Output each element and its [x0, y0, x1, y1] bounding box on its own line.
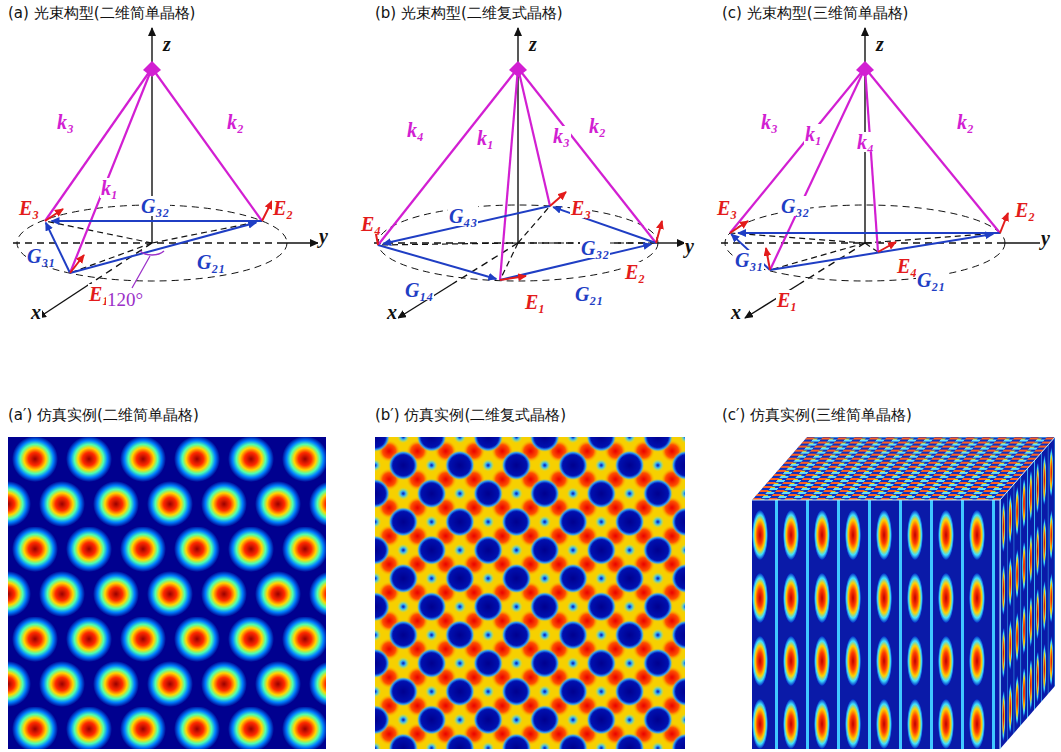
simulation-3d-cube [752, 437, 1055, 749]
wave-vector-label: k₃ [760, 112, 779, 132]
radius-dashed [70, 243, 152, 273]
radius-dashed [730, 233, 865, 243]
simulation-2d-complex [375, 437, 685, 749]
axis-label: x [30, 302, 42, 322]
axis-label: x [730, 302, 742, 322]
z-axis [517, 28, 518, 243]
cube-edge [752, 437, 1055, 749]
angle-leader [132, 256, 150, 288]
simulation-2d-simple [8, 437, 326, 749]
axis-label: x [386, 302, 398, 322]
wave-vector [70, 68, 152, 273]
wave-vector [500, 68, 518, 280]
wave-vector-label: k₃ [552, 126, 571, 146]
cube-front [752, 500, 1000, 749]
grating-vector-label: G₃₂ [780, 196, 810, 216]
axis-label: z [875, 34, 885, 54]
grating-vector-label: G₂₁ [196, 252, 226, 272]
x-axis [38, 284, 89, 318]
panel-title: (c′) 仿真实例(三维简单晶格) [722, 408, 912, 423]
wave-vector-label: k₂ [956, 112, 975, 132]
panel-title: (a) 光束构型(二维简单晶格) [8, 6, 195, 21]
panel-title: (b′) 仿真实例(二维复式晶格) [375, 408, 566, 423]
polarization-label: E₁ [524, 292, 546, 312]
polarization-vector [766, 248, 770, 270]
y-axis [282, 242, 318, 243]
grating-vector-label: G₃₁ [26, 246, 56, 266]
polarization-label: E₃ [570, 198, 592, 218]
wave-vector-label: k₃ [56, 112, 75, 132]
x-axis [745, 284, 799, 318]
grating-vector [770, 234, 993, 270]
polarization-label: E₃ [716, 198, 738, 218]
apex-arrow [856, 61, 874, 77]
axis-label: z [162, 34, 172, 54]
polarization-label: E₃ [18, 198, 40, 218]
radius-dashed [865, 243, 878, 252]
wave-vector-label: k₄ [406, 120, 425, 140]
polarization-vector [70, 255, 84, 273]
grating-vector-label: G₂₁ [574, 284, 604, 304]
axis-label: y [684, 236, 695, 256]
wave-vector-label: k₄ [856, 132, 875, 152]
grating-vector-label: G₃₂ [140, 196, 170, 216]
polarization-vector [550, 192, 566, 206]
y-axis [653, 242, 685, 243]
panel-title: (c) 光束构型(三维简单晶格) [722, 6, 908, 21]
wave-vector [518, 68, 656, 243]
angle-label: 120° [106, 290, 144, 309]
axis-label: y [318, 226, 329, 246]
radius-dashed [152, 221, 262, 243]
grating-vector [383, 206, 550, 244]
wave-vector [770, 68, 865, 270]
polarization-label: E₂ [1014, 200, 1036, 220]
grating-vector [52, 220, 262, 222]
panel-title: (a′) 仿真实例(二维简单晶格) [8, 408, 199, 423]
polarization-vector [45, 209, 63, 221]
grating-vector-label: G₂₁ [916, 270, 946, 290]
polarization-label: E₄ [360, 214, 382, 234]
wave-vector-label: k₁ [100, 178, 119, 198]
wave-vector-label: k₁ [476, 128, 495, 148]
grating-vector [70, 223, 256, 273]
grating-vector-label: G₃₂ [580, 238, 610, 258]
wave-vector-label: k₂ [588, 116, 607, 136]
beam-geometry [13, 28, 1048, 318]
polarization-label: E₄ [896, 256, 918, 276]
polarization-vector [730, 221, 748, 233]
wave-vector [730, 68, 865, 233]
radius-dashed [865, 233, 1000, 243]
grating-vector [378, 245, 496, 279]
polarization-label: E₂ [624, 262, 646, 282]
polarization-label: E₁ [776, 290, 798, 310]
polarization-vector [500, 276, 526, 280]
wave-vector-label: k₁ [804, 124, 823, 144]
x-axis-dashed [89, 243, 152, 284]
wave-vector [865, 68, 878, 252]
polarization-label: E₂ [272, 198, 294, 218]
polarization-vector [878, 242, 896, 252]
cube-side [1000, 437, 1055, 749]
panel-title: (b) 光束构型(二维复式晶格) [375, 6, 563, 21]
angle-arc [140, 251, 164, 255]
axis-label: z [528, 34, 538, 54]
wave-vector-label: k₂ [226, 112, 245, 132]
grating-vector [731, 234, 770, 270]
radius-dashed [378, 243, 518, 245]
grating-vector-label: G₄₃ [448, 206, 478, 226]
polarization-vector [656, 221, 662, 243]
grating-vector [738, 232, 1000, 234]
polarization-vector [1000, 213, 1008, 233]
apex-arrow [509, 61, 527, 77]
grating-vector-label: G₃₁ [734, 250, 764, 270]
wave-vector [518, 68, 550, 206]
grating-vector-label: G₁₄ [404, 280, 434, 300]
polarization-vector [262, 201, 272, 221]
radius-dashed [45, 221, 152, 243]
wave-vector [45, 68, 152, 221]
apex-arrow [143, 61, 161, 77]
axis-label: y [1040, 228, 1051, 248]
wave-vector [865, 68, 1000, 233]
